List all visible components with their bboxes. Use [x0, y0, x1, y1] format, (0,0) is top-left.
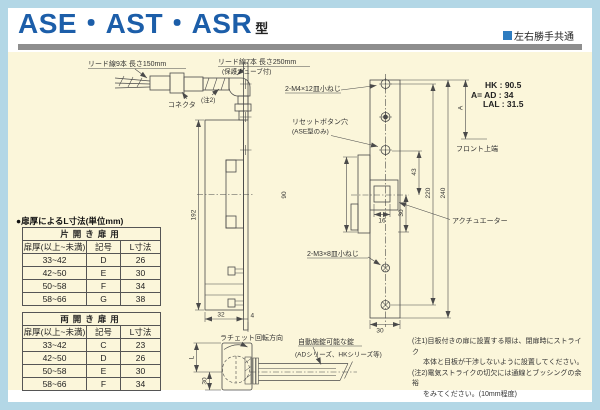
table-row: 42~50 D 26 [22, 351, 161, 365]
a-value-lal: LAL : 31.5 [483, 99, 524, 109]
table-row: 42~50 E 30 [22, 266, 161, 280]
blue-square-icon [503, 31, 512, 40]
col-header-symbol: 記号 [86, 240, 121, 254]
footnote-2-line-2: をみてください。(10mm程度) [423, 390, 517, 398]
cell-symbol: G [86, 292, 121, 306]
cell-l: 38 [120, 292, 161, 306]
double-door-table: 両開き扉用 扉厚(以上~未満) 記号 L寸法 33~42 C 23 42~50 … [22, 312, 161, 391]
connector-label: コネクタ [168, 100, 196, 109]
cell-thickness: 33~42 [22, 253, 87, 267]
front-view-drawing [285, 74, 487, 329]
page-title-suffix: 型 [255, 21, 269, 36]
a-value-ad: A= AD : 34 [471, 89, 514, 100]
dim-30-ratchet: 30 [202, 377, 209, 385]
dim-43: 43 [411, 168, 418, 176]
table-row: 33~42 D 26 [22, 253, 161, 267]
dim-220: 220 [425, 187, 432, 198]
screws-m4-label: 2-M4×12皿小ねじ [285, 84, 341, 93]
col-header-l-dimension: L寸法 [120, 240, 161, 254]
single-door-table-title: 片開き扉用 [22, 227, 161, 241]
cell-l: 30 [120, 364, 161, 378]
table-header-row: 扉厚(以上~未満) 記号 L寸法 [22, 325, 161, 339]
table-header-row: 扉厚(以上~未満) 記号 L寸法 [22, 240, 161, 254]
cell-l: 23 [120, 338, 161, 352]
footnote-1-line-1: (注1)目板付きの扉に設置する際は、閉扉時にストライク [412, 338, 582, 356]
cell-l: 34 [120, 377, 161, 391]
cell-thickness: 50~58 [22, 279, 87, 293]
dimension-table-section-title: ●扉厚によるL寸法(単位mm) [16, 216, 124, 226]
dim-4: 4 [251, 313, 255, 320]
dim-240: 240 [440, 187, 447, 198]
dim-l: L [189, 355, 196, 359]
protect-tube-label: (保護チューブ付) [222, 67, 271, 76]
cell-symbol: E [86, 266, 121, 280]
cell-thickness: 58~66 [22, 292, 87, 306]
table-title-row: 両開き扉用 [22, 312, 161, 326]
handing-note: 左右勝手共通 [503, 28, 574, 43]
table-row: 58~66 F 34 [22, 377, 161, 391]
footnotes: (注1)目板付きの扉に設置する際は、閉扉時にストライク 本体と目板が干渉しないよ… [412, 337, 586, 400]
lead-wire-7-label: リード線7本 長さ250mm [218, 57, 296, 66]
actuator-label: アクチュエーター [452, 216, 508, 225]
cell-symbol: E [86, 364, 121, 378]
lead-wire-9-label: リード線9本 長さ150mm [88, 59, 166, 68]
cell-l: 34 [120, 279, 161, 293]
screws-m3-label: 2-M3×8皿小ねじ [307, 249, 359, 258]
table-row: 50~58 E 30 [22, 364, 161, 378]
a-value-hk: HK : 90.5 [485, 80, 522, 90]
cell-thickness: 50~58 [22, 364, 87, 378]
cell-l: 26 [120, 351, 161, 365]
cell-symbol: D [86, 351, 121, 365]
col-header-door-thickness: 扉厚(以上~未満) [22, 240, 87, 254]
note2-ref-label: (注2) [201, 95, 215, 104]
cell-l: 26 [120, 253, 161, 267]
col-header-symbol: 記号 [86, 325, 121, 339]
reset-button-hole-label: リセットボタン穴 [292, 117, 348, 126]
cell-symbol: D [86, 253, 121, 267]
dim-32: 32 [217, 312, 225, 319]
dim-30-width: 30 [376, 328, 384, 335]
page-title: ASE・AST・ASR [18, 8, 253, 39]
ratchet-drawing [193, 341, 362, 391]
cell-thickness: 42~50 [22, 266, 87, 280]
handing-note-label: 左右勝手共通 [514, 32, 574, 43]
double-door-table-title: 両開き扉用 [22, 312, 161, 326]
header-divider-bar [18, 44, 582, 50]
cell-symbol: F [86, 279, 121, 293]
table-row: 50~58 F 34 [22, 279, 161, 293]
cell-symbol: F [86, 377, 121, 391]
col-header-door-thickness: 扉厚(以上~未満) [22, 325, 87, 339]
col-header-l-dimension: L寸法 [120, 325, 161, 339]
auto-locking-label: 自動施錠可能な錠 [298, 337, 354, 346]
side-view-drawing [195, 62, 253, 332]
front-top-edge-label: フロント上端 [456, 144, 498, 153]
table-row: 33~42 C 23 [22, 338, 161, 352]
cell-thickness: 58~66 [22, 377, 87, 391]
footnote-2-line-1: (注2)電気ストライクの切欠には通線とブッシングの余裕 [412, 369, 582, 388]
dim-30-strike: 30 [398, 209, 405, 217]
table-title-row: 片開き扉用 [22, 227, 161, 241]
dim-192: 192 [191, 209, 198, 220]
reset-button-hole-sub-label: (ASE型のみ) [292, 127, 329, 136]
dim-90: 90 [281, 191, 288, 199]
table-row: 58~66 G 38 [22, 292, 161, 306]
cell-thickness: 33~42 [22, 338, 87, 352]
single-door-table: 片開き扉用 扉厚(以上~未満) 記号 L寸法 33~42 D 26 42~50 … [22, 227, 161, 306]
dim-16: 16 [378, 218, 386, 225]
footnote-1-line-2: 本体と目板が干渉しないように設置してください。 [423, 359, 584, 366]
ratchet-direction-label: ラチェット回転方向 [220, 333, 283, 342]
cell-symbol: C [86, 338, 121, 352]
a-dimension-values: HK : 90.5 A= AD : 34 LAL : 31.5 [471, 80, 524, 110]
cable-assembly-drawing [88, 66, 310, 121]
cell-thickness: 42~50 [22, 351, 87, 365]
cell-l: 30 [120, 266, 161, 280]
auto-locking-sub-label: (ADシリーズ、HKシリーズ等) [295, 350, 382, 359]
dim-a: A [458, 105, 465, 110]
page-header: ASE・AST・ASR 型 [18, 8, 268, 40]
